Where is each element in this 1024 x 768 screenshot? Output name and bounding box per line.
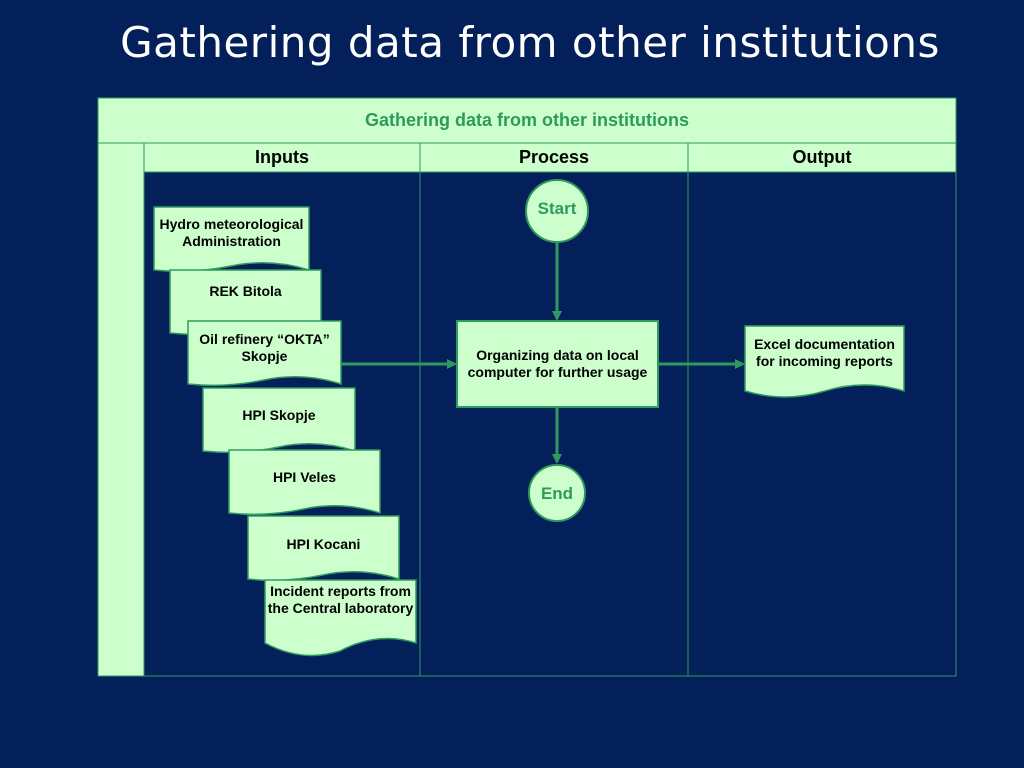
input-doc-label-incident-reports: Incident reports from the Central labora… [267, 583, 414, 616]
column-header-inputs: Inputs [255, 147, 309, 167]
column-header-output: Output [792, 147, 852, 167]
output-doc [744, 325, 905, 398]
start-label: Start [537, 199, 577, 218]
end-node [528, 464, 586, 522]
output-lane [687, 171, 957, 677]
end-label: End [540, 483, 574, 503]
process-lane [419, 171, 689, 677]
input-doc-label-hpi-skopje: HPI Skopje [242, 407, 316, 423]
input-doc-label-hpi-veles: HPI Veles [272, 469, 337, 485]
input-docs [153, 206, 417, 657]
input-doc-label-hpi-kocani: HPI Kocani [286, 536, 361, 552]
column-header-process: Process [518, 147, 590, 167]
table-title: Gathering data from other institutions [364, 110, 689, 130]
process-step-label: Organizing data on local computer for fu… [467, 347, 648, 380]
input-doc-3 [187, 320, 342, 387]
input-doc-4 [202, 387, 356, 454]
slide-title: Gathering data from other institutions [120, 18, 940, 67]
input-doc-7 [264, 579, 417, 657]
start-node [525, 179, 589, 243]
input-doc-label-rek-bitola: REK Bitola [209, 283, 282, 299]
input-doc-5 [228, 449, 381, 516]
process-node [456, 320, 659, 408]
input-doc-label-okta: Oil refinery “OKTA” Skopje [199, 331, 330, 364]
output-doc-label: Excel documentation for incoming reports [754, 336, 895, 369]
input-doc-label-hydro: Hydro meteorological Administration [159, 216, 304, 249]
